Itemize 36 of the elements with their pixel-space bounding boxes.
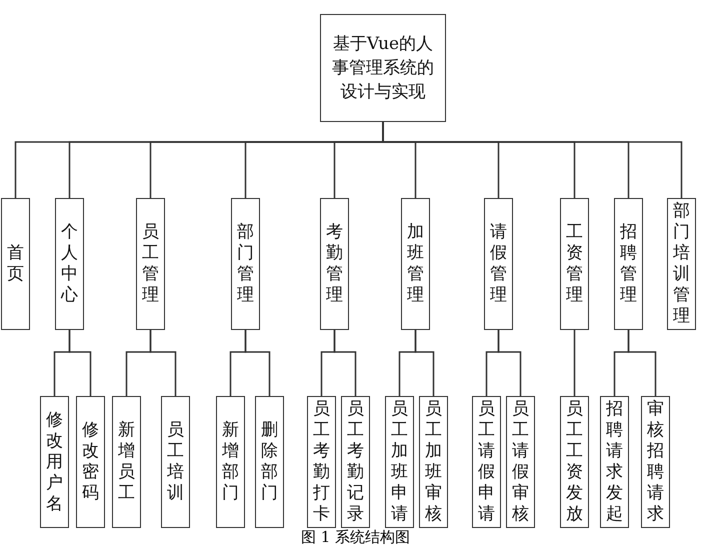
module-box: 员工加班申请 <box>385 396 414 528</box>
module-box: 员工加班审核 <box>419 396 448 528</box>
module-box: 招聘请求发起 <box>600 396 629 528</box>
module-box: 员工请假申请 <box>472 396 501 528</box>
module-box: 考勤管理 <box>320 198 349 330</box>
module-box: 新增员工 <box>112 396 141 528</box>
figure-caption: 图 1 系统结构图 <box>300 528 410 546</box>
module-box: 员工管理 <box>136 198 165 330</box>
connector-line <box>628 330 656 396</box>
connector-line <box>574 330 576 396</box>
module-box: 审核招聘请求 <box>641 396 670 528</box>
module-box: 工资管理 <box>560 198 589 330</box>
connector-line <box>244 330 270 396</box>
module-box: 首页 <box>1 198 30 330</box>
connector-line <box>334 330 356 396</box>
module-box: 员工培训 <box>161 396 190 528</box>
module-box: 部门培训管理 <box>667 198 696 330</box>
connector-line <box>68 330 92 396</box>
module-box: 员工请假审核 <box>506 396 535 528</box>
module-box: 请假管理 <box>484 198 513 330</box>
connector-line <box>382 122 682 198</box>
connector-line <box>150 330 176 396</box>
root-box: 基于Vue的人事管理系统的设计与实现 <box>320 14 446 122</box>
module-box: 加班管理 <box>401 198 430 330</box>
connector-line <box>498 330 522 396</box>
module-box: 修改密码 <box>76 396 105 528</box>
connector-line <box>414 330 434 396</box>
module-box: 删除部门 <box>255 396 284 528</box>
module-box: 员工工资发放 <box>560 396 589 528</box>
module-box: 修改用户名 <box>40 396 69 528</box>
module-box: 员工考勤记录 <box>341 396 370 528</box>
module-box: 个人中心 <box>55 198 84 330</box>
module-box: 员工考勤打卡 <box>307 396 336 528</box>
module-box: 部门管理 <box>231 198 260 330</box>
module-box: 招聘管理 <box>614 198 643 330</box>
module-box: 新增部门 <box>216 396 245 528</box>
